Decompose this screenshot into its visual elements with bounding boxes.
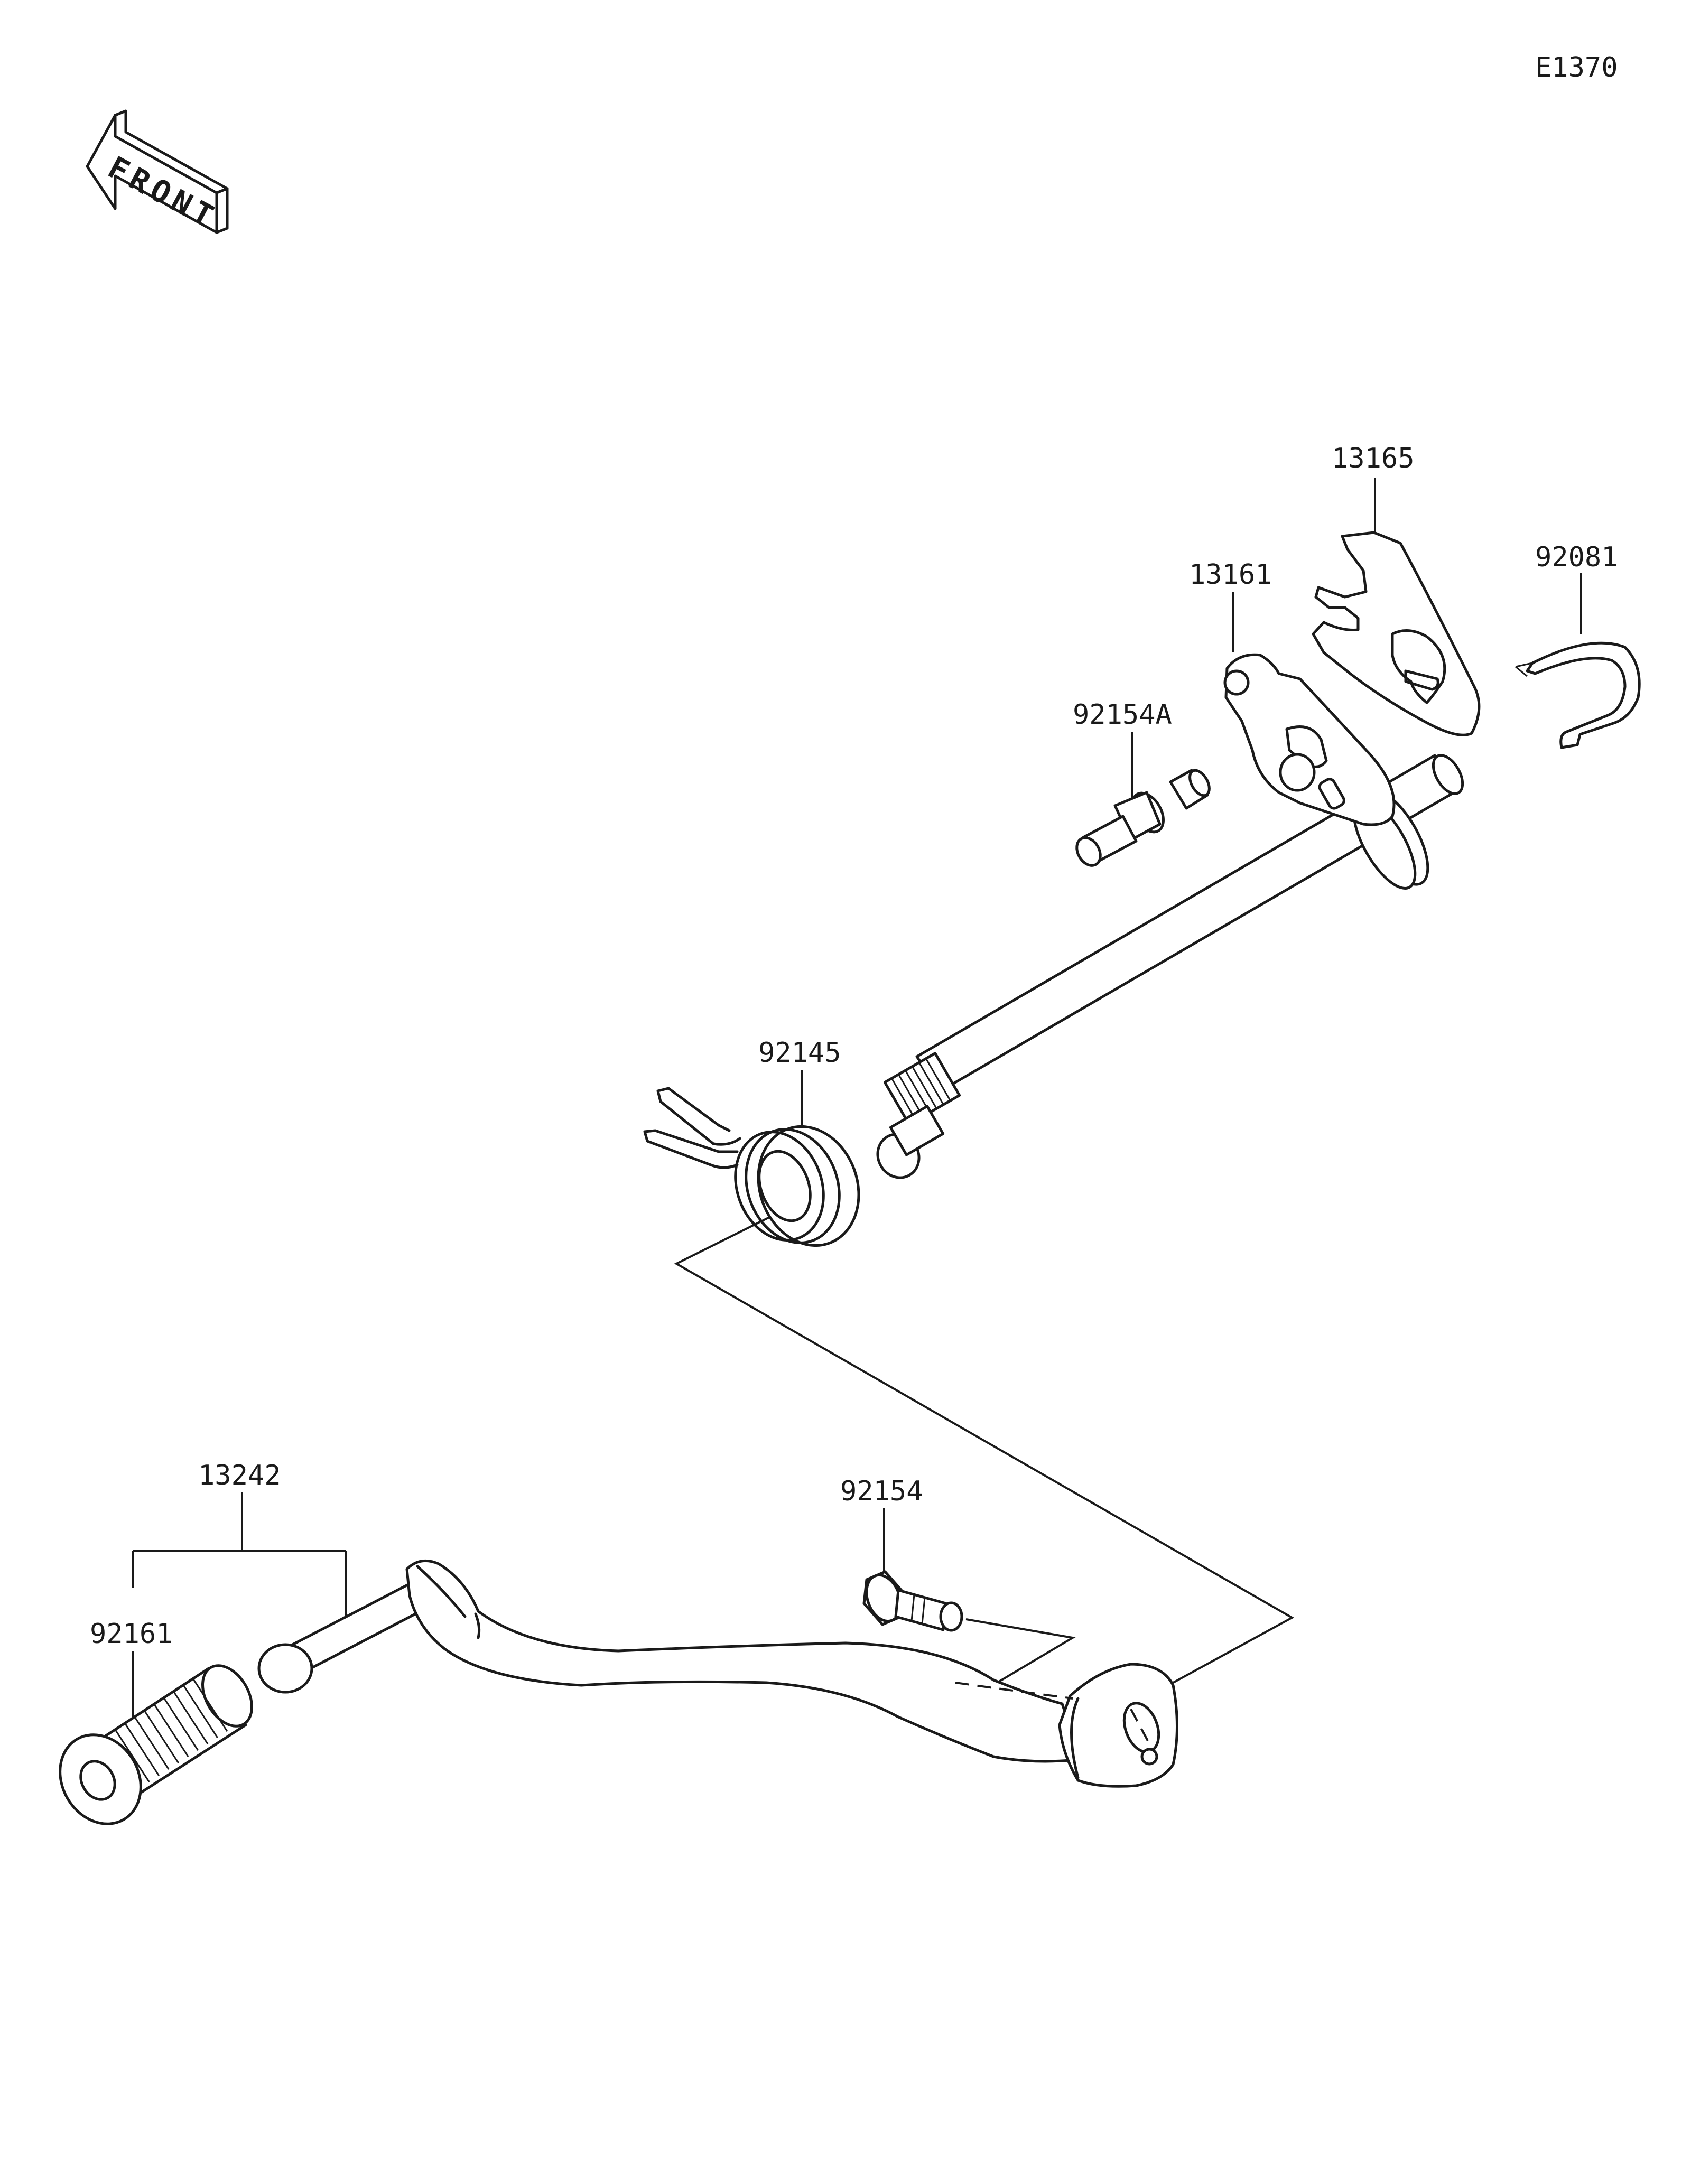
label-13161: 13161 xyxy=(1189,559,1272,591)
diagram-code: E1370 xyxy=(1535,52,1618,83)
label-92154: 92154 xyxy=(840,1476,923,1507)
part-92154-bolt xyxy=(862,1570,963,1632)
label-13242: 13242 xyxy=(198,1460,281,1491)
part-92081-circlip xyxy=(1515,641,1641,749)
part-92145-return-spring xyxy=(643,1087,860,1247)
part-13165-plate xyxy=(1312,531,1481,736)
leader-lines xyxy=(132,478,1582,1722)
label-92161: 92161 xyxy=(90,1618,173,1650)
label-92145: 92145 xyxy=(758,1037,841,1069)
part-13242-shift-pedal xyxy=(257,1559,1178,1788)
label-13165: 13165 xyxy=(1332,443,1415,474)
label-92081: 92081 xyxy=(1535,542,1618,573)
front-arrow-icon: FRONT xyxy=(86,109,229,237)
part-92161-rubber-pad xyxy=(59,1664,253,1825)
label-92154A: 92154A xyxy=(1073,699,1172,731)
part-13161-shift-shaft xyxy=(876,653,1464,1179)
part-92154A-stud xyxy=(1075,769,1211,867)
